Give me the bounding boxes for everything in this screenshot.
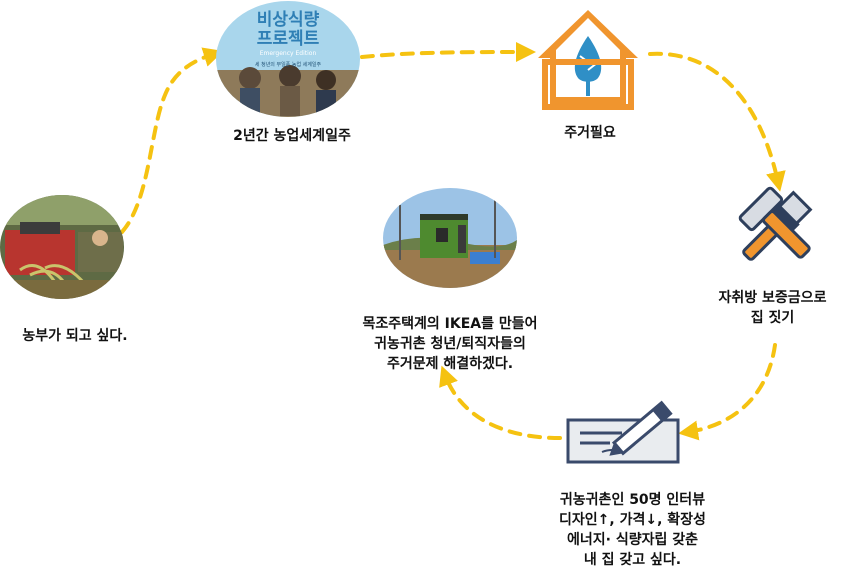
arrow-interview-to-solution: [439, 365, 562, 440]
solution-label-line-3: 주거문제 해결하겠다.: [386, 356, 514, 372]
interview-label: 귀농귀촌인 50명 인터뷰 디자인↑, 가격↓, 확장성 에너지· 식량자립 갖…: [520, 490, 745, 570]
farmer-label: 농부가 되고 싶다.: [22, 328, 128, 344]
project-poster: 비상식량 프로젝트 Emergency Edition 세 청년의 무일푼 농업…: [216, 1, 360, 117]
solution-label-line-2: 귀농귀촌 청년/퇴직자들의: [374, 336, 526, 352]
solution-label: 목조주택계의 IKEA를 만들어 귀농귀촌 청년/퇴직자들의 주거문제 해결하겠…: [325, 314, 575, 374]
interview-label-line-1: 귀농귀촌인 50명 인터뷰: [559, 492, 706, 508]
solution-label-line-1: 목조주택계의 IKEA를 만들어: [362, 316, 538, 332]
arrow-farmer-to-tour: [120, 47, 224, 234]
deposit-label-line-1: 자취방 보증금으로: [718, 290, 827, 306]
world-tour-label: 2년간 농업세계일주: [233, 128, 351, 144]
poster-subtitle: Emergency Edition: [260, 50, 317, 57]
poster-title-1: 비상식량: [257, 10, 320, 30]
farmer-photo: [0, 195, 124, 299]
brush-hammer-icon: [738, 186, 813, 261]
house-tree-icon: [538, 10, 638, 110]
modular-house-photo: [383, 188, 517, 288]
arrow-tour-to-house: [360, 42, 536, 63]
poster-caption: 세 청년의 무일푼 농업 세계일주: [255, 61, 322, 68]
arrow-house-to-tools: [648, 51, 786, 192]
interview-label-line-4: 내 집 갖고 싶다.: [583, 552, 682, 568]
poster-title-2: 프로젝트: [257, 29, 320, 49]
interview-label-line-3: 에너지· 식량자립 갖춘: [567, 532, 698, 548]
deposit-label-line-2: 집 짓기: [750, 310, 795, 326]
housing-need-label: 주거필요: [564, 125, 616, 141]
paper-pen-icon: [566, 400, 680, 464]
deposit-label: 자취방 보증금으로 집 짓기: [690, 288, 855, 328]
arrow-deposit-to-interview: [678, 343, 777, 441]
interview-label-line-2: 디자인↑, 가격↓, 확장성: [559, 512, 706, 528]
